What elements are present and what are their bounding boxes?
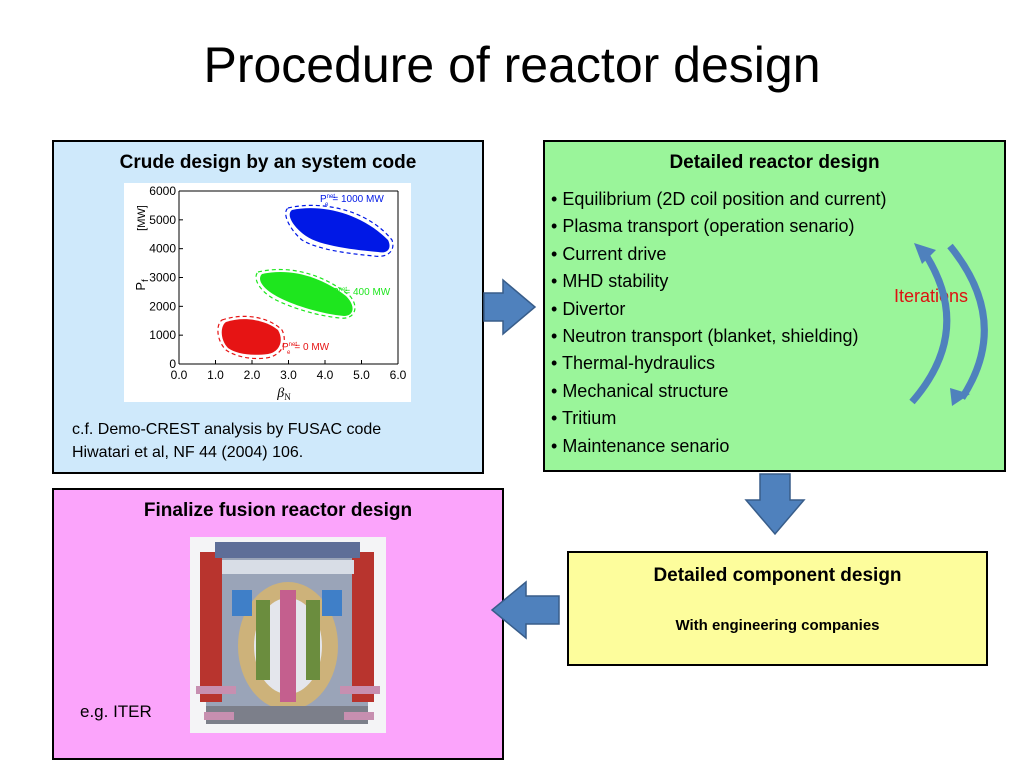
crude-design-title: Crude design by an system code <box>119 152 417 173</box>
iterations-label: Iterations <box>894 286 969 306</box>
slide-title: Procedure of reactor design <box>203 37 821 93</box>
list-item: Neutron transport (blanket, shielding) <box>551 323 886 350</box>
list-item: Equilibrium (2D coil position and curren… <box>551 186 886 213</box>
list-item: MHD stability <box>551 268 886 295</box>
iter-caption: e.g. ITER <box>80 702 152 721</box>
list-item: Divertor <box>551 296 886 323</box>
right-arrow <box>483 278 537 336</box>
list-item: Plasma transport (operation senario) <box>551 213 886 240</box>
list-item: Mechanical structure <box>551 378 886 405</box>
crude-design-box: Crude design by an system code c.f. Demo… <box>52 140 484 474</box>
finalize-design-box: Finalize fusion reactor design e.g. ITER <box>52 488 504 760</box>
component-design-box: Detailed component design With engineeri… <box>567 551 988 666</box>
detailed-reactor-design-title: Detailed reactor design <box>669 152 880 173</box>
finalize-design-title: Finalize fusion reactor design <box>143 500 413 521</box>
detailed-reactor-design-box: Detailed reactor design Equilibrium (2D … <box>543 140 1006 472</box>
component-design-title: Detailed component design <box>653 565 902 586</box>
component-design-subtitle: With engineering companies <box>675 617 880 634</box>
down-arrow <box>744 473 806 536</box>
list-item: Thermal-hydraulics <box>551 350 886 377</box>
reference-note-line1: c.f. Demo-CREST analysis by FUSAC code <box>72 421 382 438</box>
design-item-list: Equilibrium (2D coil position and curren… <box>551 186 886 460</box>
list-item: Tritium <box>551 405 886 432</box>
list-item: Current drive <box>551 241 886 268</box>
reference-note-line2: Hiwatari et al, NF 44 (2004) 106. <box>72 444 304 461</box>
list-item: Maintenance senario <box>551 433 886 460</box>
